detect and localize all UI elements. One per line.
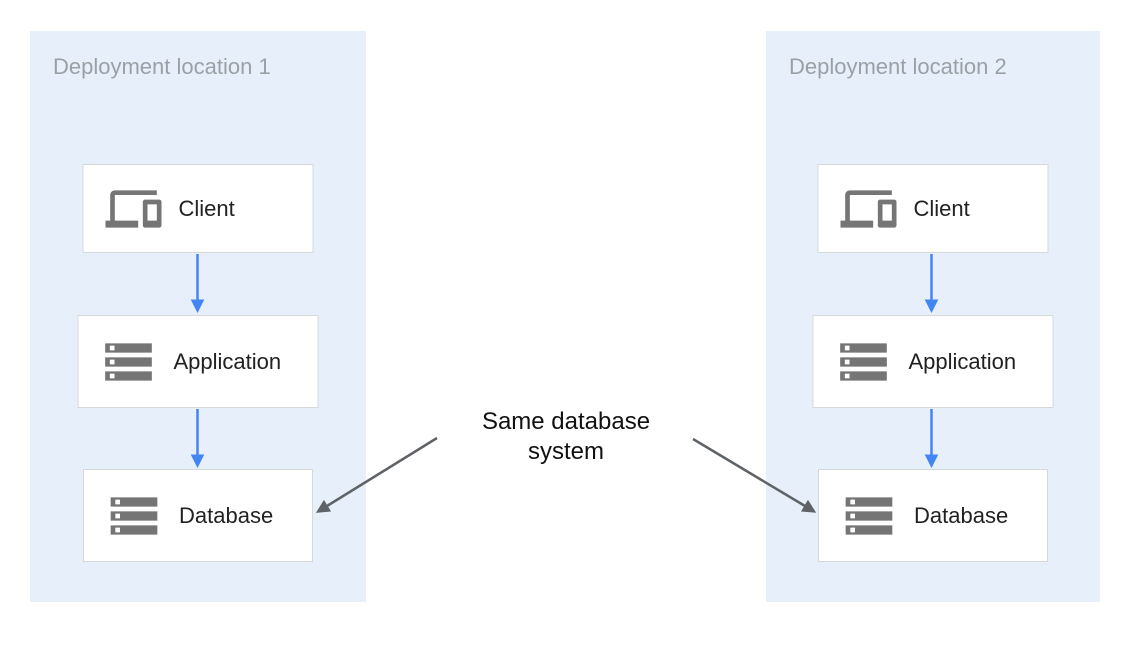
node-database: Database — [818, 469, 1048, 562]
node-label: Client — [178, 195, 235, 221]
storage-icon — [101, 334, 157, 390]
node-label: Application — [908, 348, 1017, 374]
location-title: Deployment location 1 — [53, 54, 271, 79]
node-client: Client — [817, 164, 1049, 253]
node-label: Client — [913, 195, 970, 221]
node-label: Database — [179, 502, 274, 528]
deployment-location-2: Deployment location 2 Client Application… — [766, 31, 1100, 602]
node-database: Database — [83, 469, 313, 562]
node-application: Application — [812, 315, 1054, 408]
node-client: Client — [82, 164, 314, 253]
deployment-location-1: Deployment location 1 Client Application… — [30, 31, 366, 602]
devices-icon — [840, 181, 897, 237]
node-label: Database — [914, 502, 1009, 528]
storage-icon — [106, 488, 162, 544]
node-application: Application — [77, 315, 319, 408]
storage-icon — [841, 488, 897, 544]
storage-icon — [836, 334, 892, 390]
same-database-system-label: Same database system — [481, 408, 651, 465]
location-title: Deployment location 2 — [789, 54, 1007, 79]
node-label: Application — [173, 348, 282, 374]
devices-icon — [105, 181, 162, 237]
